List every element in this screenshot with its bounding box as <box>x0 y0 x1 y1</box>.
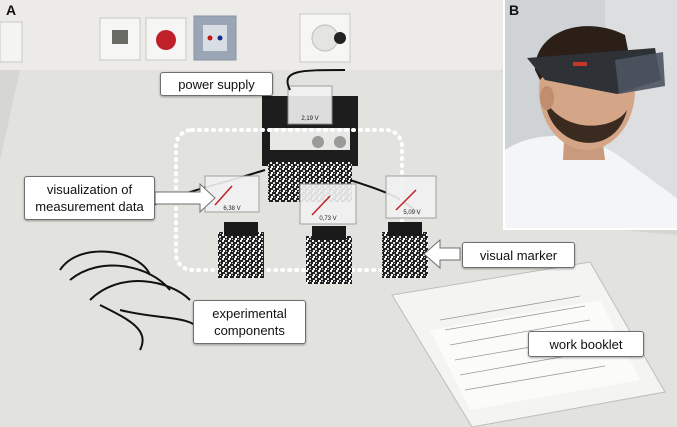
shirt <box>505 136 677 228</box>
component-center: 0,73 V <box>299 183 357 284</box>
panel-label-a: A <box>6 2 17 18</box>
power-display-readout: 2,19 V <box>301 116 318 122</box>
panel-label-b: B <box>509 2 520 18</box>
beard <box>545 100 627 143</box>
loose-cables <box>59 250 201 351</box>
photo-hololens-user <box>503 0 677 230</box>
callout-visualization-line2: measurement data <box>35 199 144 214</box>
callout-work-booklet: work booklet <box>528 331 644 357</box>
hololens-accent <box>573 62 587 66</box>
meter-left-readout: 6,38 V <box>223 206 240 212</box>
meter-right-readout: 5,09 V <box>403 210 420 216</box>
callout-visual-marker-text: visual marker <box>479 247 558 263</box>
callout-power-supply-text: power supply <box>178 76 255 92</box>
callout-power-supply: power supply <box>160 72 273 96</box>
callout-work-booklet-text: work booklet <box>549 336 623 352</box>
photo-b-illustration <box>505 0 677 228</box>
visualization-arrow <box>154 182 216 214</box>
component-right: 5,09 V <box>382 175 437 278</box>
wall-socket-2 <box>193 15 237 61</box>
callout-experimental-line1: experimental <box>212 306 287 321</box>
meter-center-readout: 0,73 V <box>319 216 336 222</box>
component-left: 6,38 V <box>204 175 264 278</box>
visual-marker-arrow <box>423 238 461 270</box>
callout-experimental-line2: components <box>214 323 285 338</box>
callout-experimental-components: experimental components <box>193 300 306 344</box>
callout-visualization-line1: visualization of <box>46 182 133 197</box>
callout-visualization: visualization of measurement data <box>24 176 155 220</box>
hair <box>535 26 630 80</box>
callout-visual-marker: visual marker <box>462 242 575 268</box>
